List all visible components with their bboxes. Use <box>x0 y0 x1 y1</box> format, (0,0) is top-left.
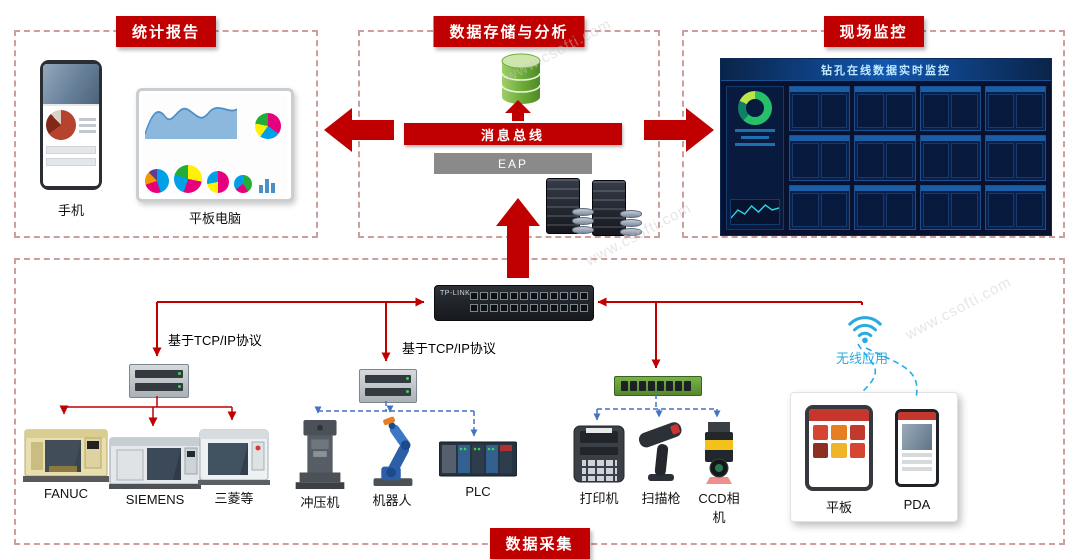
dashboard-panel <box>854 86 916 132</box>
machine-press: 冲压机 <box>288 418 352 511</box>
pda-device <box>895 409 939 487</box>
dashboard-side-panel <box>726 86 784 230</box>
server-tower <box>546 178 580 234</box>
serial-server-device <box>614 376 702 396</box>
machine-label: 三菱等 <box>214 491 254 506</box>
spark-line-chart <box>730 199 780 225</box>
phone-label: 手机 <box>57 203 84 218</box>
tablet-app-header <box>809 409 869 421</box>
dashboard-panel <box>984 184 1046 230</box>
dashboard-panel <box>789 135 851 181</box>
machine-plc: PLC <box>438 436 518 499</box>
pda-screen-image <box>902 424 932 450</box>
message-bus-bar: 消息总线 <box>404 123 622 145</box>
report-section-title: 统计报告 <box>115 16 217 47</box>
monitoring-dashboard: 钻孔在线数据实时监控 <box>720 58 1052 236</box>
database-cylinders <box>572 208 594 234</box>
dashboard-panel <box>919 86 981 132</box>
phone-pie-chart <box>46 110 76 140</box>
device-label: 扫描枪 <box>641 491 681 506</box>
protocol-label-factory: 基于TCP/IP协议 <box>402 341 496 356</box>
pie-chart <box>174 165 202 193</box>
pie-chart <box>145 169 169 193</box>
monitor-section: 现场监控 钻孔在线数据实时监控 <box>682 16 1065 238</box>
dashboard-header: 钻孔在线数据实时监控 <box>721 59 1051 81</box>
barcode-scanner-icon <box>638 422 682 481</box>
tablet-label: 平板电脑 <box>188 211 241 226</box>
machine-siemens: SIEMENS <box>108 432 202 507</box>
dashboard-title: 钻孔在线数据实时监控 <box>821 64 951 77</box>
monitor-section-title: 现场监控 <box>823 16 924 47</box>
machine-fanuc: FANUC <box>22 420 110 501</box>
protocol-label-cnc: 基于TCP/IP协议 <box>168 333 262 348</box>
ccd-camera-icon <box>705 422 733 484</box>
switch-brand-label: TP-LINK <box>440 290 471 297</box>
server-group <box>546 178 656 238</box>
report-section: 统计报告 手机 <box>14 16 318 238</box>
plc-icon <box>439 441 517 477</box>
cnc-machine-icon <box>23 429 109 482</box>
gateway-device-cnc <box>129 364 189 398</box>
machine-label: FANUC <box>43 486 89 501</box>
machine-label: PLC <box>465 484 491 499</box>
dashboard-panel <box>984 135 1046 181</box>
collection-section-title: 数据采集 <box>489 528 590 559</box>
pda-label: PDA <box>903 497 931 512</box>
device-ccd-camera: CCD相机 <box>692 420 746 526</box>
storage-section-title: 数据存储与分析 <box>433 16 585 47</box>
press-machine-icon <box>295 419 345 490</box>
dashboard-panel <box>789 184 851 230</box>
collection-section: 数据采集 TP-LINK 基于TCP/IP协议 基于TCP/IP协议 <box>14 258 1065 559</box>
machine-label: SIEMENS <box>125 492 185 507</box>
network-switch: TP-LINK <box>434 285 594 321</box>
device-printer: 打印机 <box>568 420 630 507</box>
tablet-illustration <box>136 88 294 202</box>
machine-robot: 机器人 <box>354 416 430 509</box>
smartphone-illustration <box>40 60 102 190</box>
dashboard-panel <box>984 86 1046 132</box>
storage-section: 数据存储与分析 消息总线 EAP <box>358 16 660 238</box>
wireless-tablet-device <box>805 405 873 491</box>
cnc-machine-icon <box>198 429 270 485</box>
machine-label: 冲压机 <box>300 495 340 510</box>
phone-list-rows <box>43 144 99 168</box>
switch-ports <box>470 292 588 312</box>
pie-chart <box>255 113 281 139</box>
pie-chart <box>234 175 252 193</box>
gateway-device-factory <box>359 369 417 403</box>
device-barcode-scanner: 扫描枪 <box>632 420 690 507</box>
database-cylinders <box>620 210 642 236</box>
machine-label: 机器人 <box>372 493 412 508</box>
tablet-pie-charts <box>145 113 285 193</box>
wireless-device-card: 平板 PDA <box>790 392 958 522</box>
dashboard-panel <box>854 184 916 230</box>
machine-mitsubishi: 三菱等 <box>196 426 272 507</box>
tablet-app-tiles <box>809 421 869 462</box>
database-icon <box>501 53 541 104</box>
dashboard-panel <box>789 86 851 132</box>
cnc-machine-icon <box>109 437 201 489</box>
device-label: CCD相机 <box>698 491 740 525</box>
dashboard-panel <box>854 135 916 181</box>
wireless-tablet-label: 平板 <box>825 500 852 515</box>
pie-chart <box>207 171 229 193</box>
donut-chart <box>738 91 772 125</box>
server-tower <box>592 180 626 236</box>
tablet-screen <box>143 95 287 195</box>
phone-app-header-image <box>43 64 99 106</box>
dashboard-panel <box>919 135 981 181</box>
printer-icon <box>573 425 625 483</box>
wireless-label: 无线应用 <box>835 351 888 366</box>
phone-screen <box>43 64 99 186</box>
device-label: 打印机 <box>579 491 619 506</box>
dashboard-panel-grid <box>789 86 1046 230</box>
robot-arm-icon <box>373 416 413 487</box>
dashboard-panel <box>919 184 981 230</box>
area-chart <box>145 107 238 139</box>
eap-bar: EAP <box>434 153 592 174</box>
pda-app-header <box>898 412 936 420</box>
phone-text-lines <box>79 117 96 133</box>
wifi-icon <box>848 316 882 344</box>
mini-bar-chart <box>259 179 275 193</box>
